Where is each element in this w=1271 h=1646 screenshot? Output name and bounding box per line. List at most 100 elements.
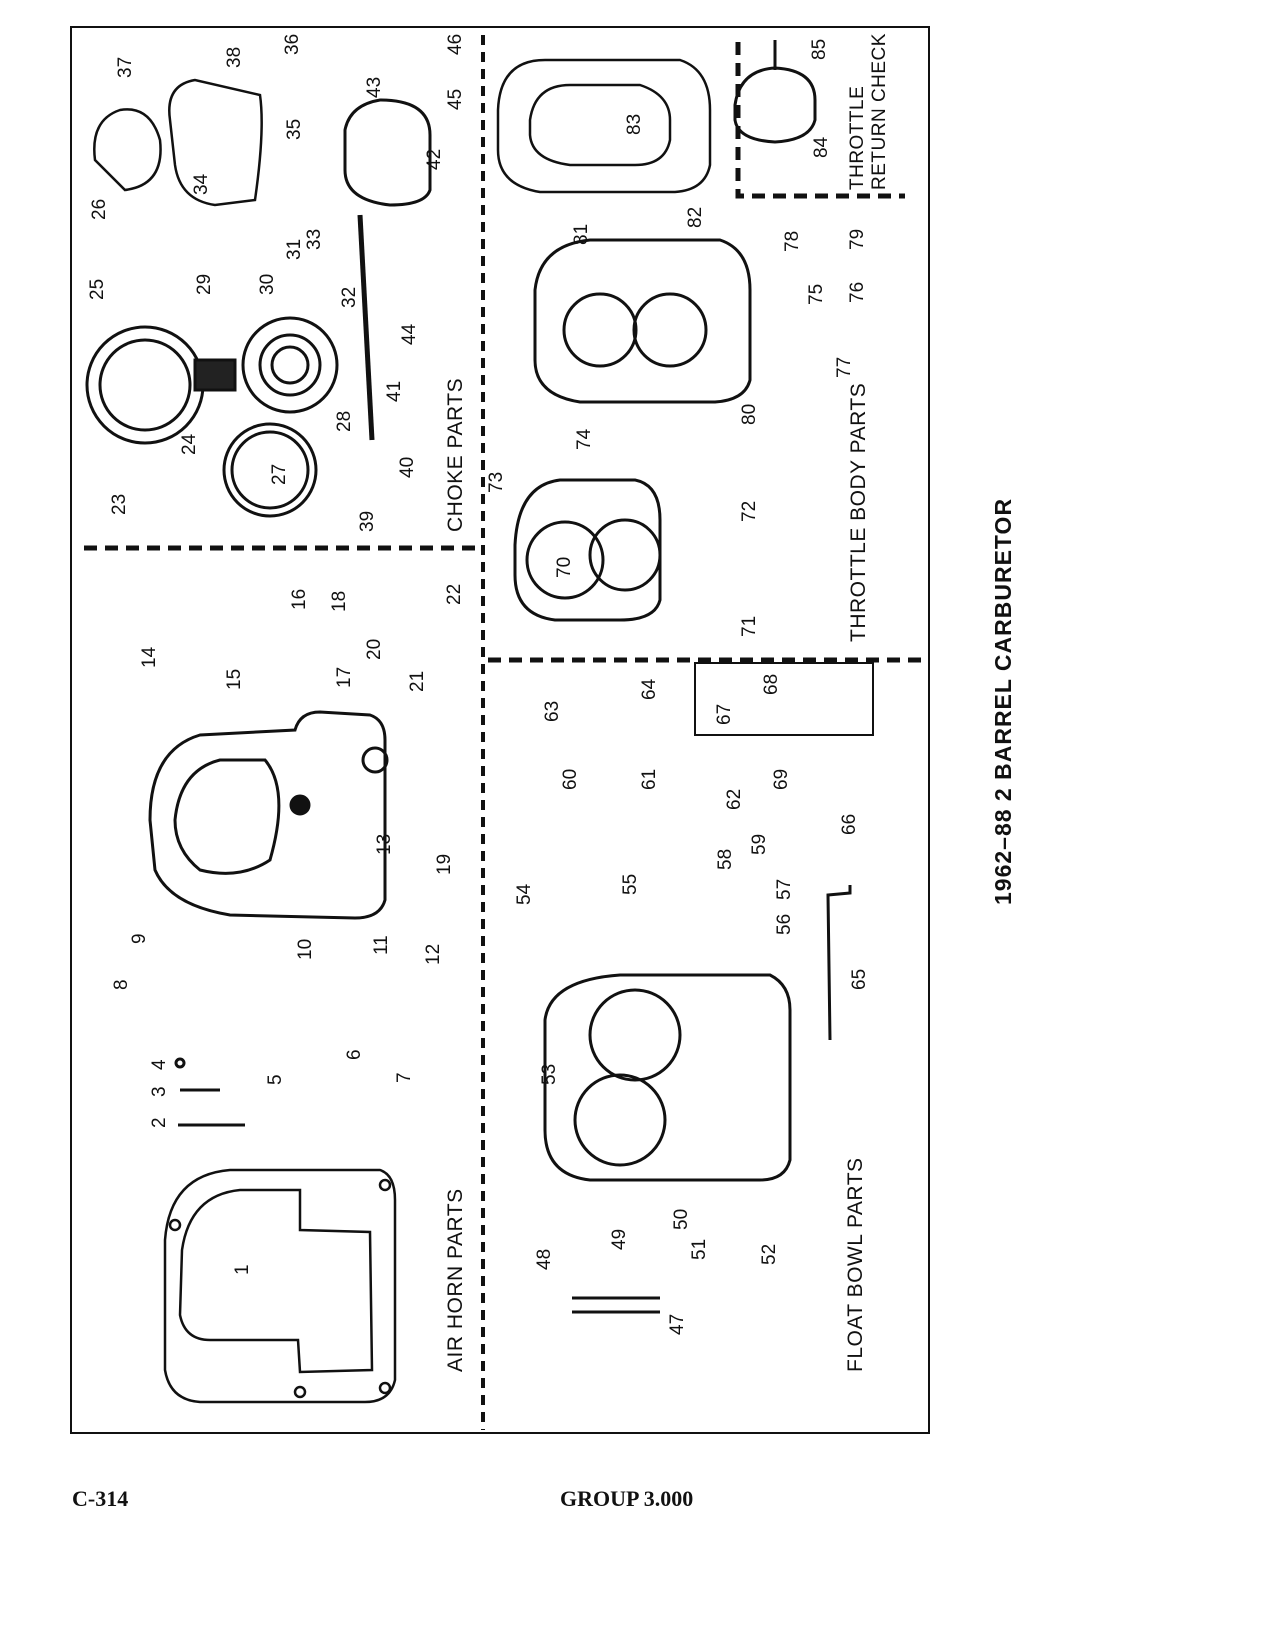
callout-28: 28 [334,410,355,432]
callout-63: 63 [542,700,563,722]
callout-81: 81 [571,223,592,245]
callout-59: 59 [749,833,770,855]
group-number: GROUP 3.000 [560,1486,694,1511]
callout-4: 4 [149,1059,170,1070]
callout-43: 43 [364,76,385,98]
callout-66: 66 [839,813,860,835]
part-47-float [572,1296,660,1314]
part-53-float-bowl [543,973,792,1182]
callout-41: 41 [384,380,405,402]
callout-75: 75 [806,283,827,305]
callout-77: 77 [834,356,855,378]
callout-20: 20 [364,638,385,660]
callout-11: 11 [371,935,392,955]
part-1-gasket [163,1168,397,1404]
callout-35: 35 [284,118,305,140]
callout-65: 65 [849,968,870,990]
callout-25: 25 [87,278,108,300]
group-label-air-horn: AIR HORN PARTS [444,1188,467,1372]
callout-62: 62 [724,788,745,810]
page-code: C-314 [72,1486,129,1511]
group-label-throttle-body: THROTTLE BODY PARTS [847,382,870,642]
part-83-gasket [496,58,712,194]
part-13-air-horn [148,710,389,920]
callout-49: 49 [609,1228,630,1250]
callout-71: 71 [739,615,760,637]
callout-37: 37 [115,56,136,78]
callout-56: 56 [774,913,795,935]
callout-44: 44 [399,323,420,345]
part-80-throttle-body [533,238,752,404]
callout-17: 17 [334,666,355,688]
callout-6: 6 [344,1049,365,1060]
callout-21: 21 [407,670,428,692]
callout-7: 7 [394,1072,415,1083]
part-69-kit-box [694,662,874,736]
callout-14: 14 [139,646,160,668]
callout-50: 50 [671,1208,692,1230]
callout-39: 39 [357,510,378,532]
callout-42: 42 [424,148,445,170]
callout-72: 72 [739,500,760,522]
callout-32: 32 [339,286,360,308]
parts-2-3-4-screws [174,1057,245,1127]
callout-82: 82 [685,206,706,228]
callout-53: 53 [539,1063,560,1085]
callout-23: 23 [109,493,130,515]
callout-15: 15 [224,668,245,690]
parts-26-34-choke-lever [93,78,263,207]
callout-69: 69 [771,768,792,790]
callout-27: 27 [269,463,290,485]
callout-3: 3 [149,1086,170,1097]
callout-16: 16 [289,588,310,610]
callout-85: 85 [809,38,830,60]
callout-79: 79 [847,228,868,250]
parts-24-27-28-choke [85,316,339,518]
callout-46: 46 [445,33,466,55]
callout-9: 9 [129,933,150,944]
group-label-float-bowl: FLOAT BOWL PARTS [844,1157,867,1372]
callout-45: 45 [445,88,466,110]
callout-24: 24 [179,433,200,455]
callout-18: 18 [329,590,350,612]
callout-51: 51 [689,1238,710,1260]
callout-76: 76 [847,281,868,303]
callout-26: 26 [89,198,110,220]
group-label-throttle-return: THROTTLE RETURN CHECK [847,33,890,190]
callout-30: 30 [257,273,278,295]
callout-73: 73 [486,471,507,493]
callout-38: 38 [224,46,245,68]
part-42-choke-plate [343,98,432,207]
callout-48: 48 [534,1248,555,1270]
callout-67: 67 [714,703,735,725]
callout-52: 52 [759,1243,780,1265]
callout-78: 78 [782,230,803,252]
callout-13: 13 [374,833,395,855]
callout-68: 68 [761,673,782,695]
callout-5: 5 [265,1074,286,1085]
part-65-rod [826,885,852,1041]
diagram-frame [70,26,930,1434]
callout-47: 47 [667,1313,688,1335]
callout-80: 80 [739,403,760,425]
callout-57: 57 [774,878,795,900]
callout-36: 36 [282,33,303,55]
callout-33: 33 [304,228,325,250]
page-title: 1962–88 2 BARREL CARBURETOR [990,497,1016,905]
callout-54: 54 [514,883,535,905]
callout-83: 83 [624,113,645,135]
callout-74: 74 [574,428,595,450]
callout-84: 84 [811,136,832,158]
callout-12: 12 [423,943,444,965]
callout-64: 64 [639,678,660,700]
callout-29: 29 [194,273,215,295]
callout-10: 10 [295,938,316,960]
callout-31: 31 [284,238,305,260]
callout-40: 40 [397,456,418,478]
part-70-throttle-plate [513,478,662,622]
group-label-choke: CHOKE PARTS [444,377,467,532]
part-41-choke-shaft [357,214,375,441]
callout-61: 61 [639,768,660,790]
callout-70: 70 [554,556,575,578]
